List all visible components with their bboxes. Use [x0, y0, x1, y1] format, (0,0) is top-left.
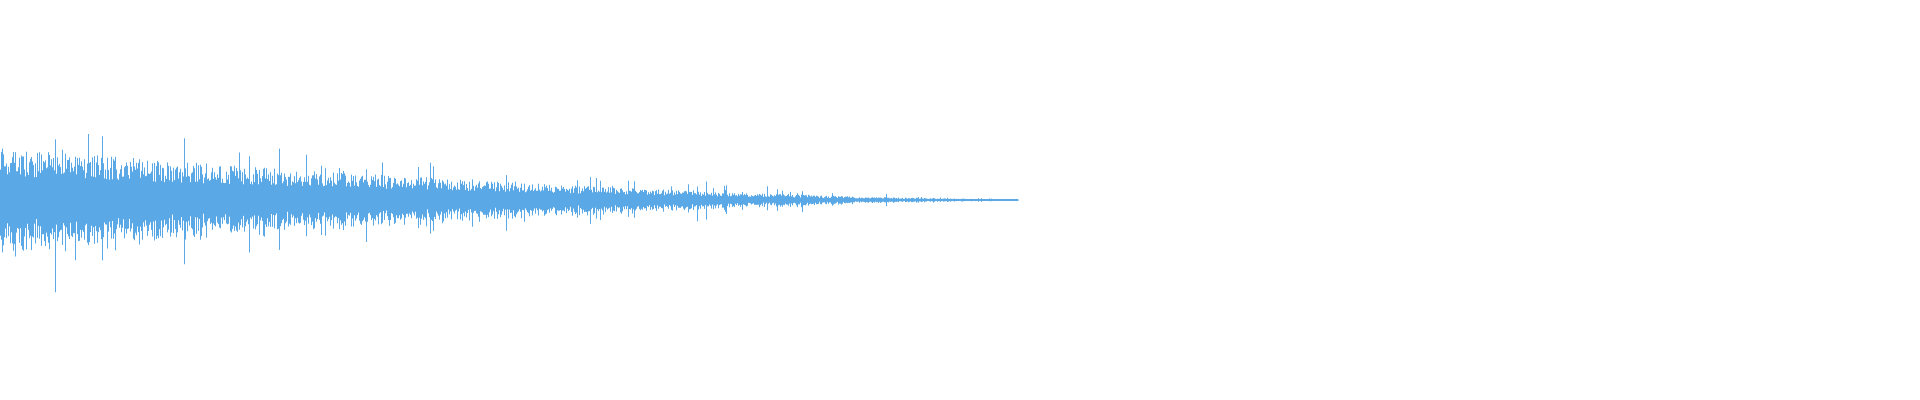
waveform-path — [0, 134, 1019, 293]
waveform-trace — [0, 134, 1019, 293]
